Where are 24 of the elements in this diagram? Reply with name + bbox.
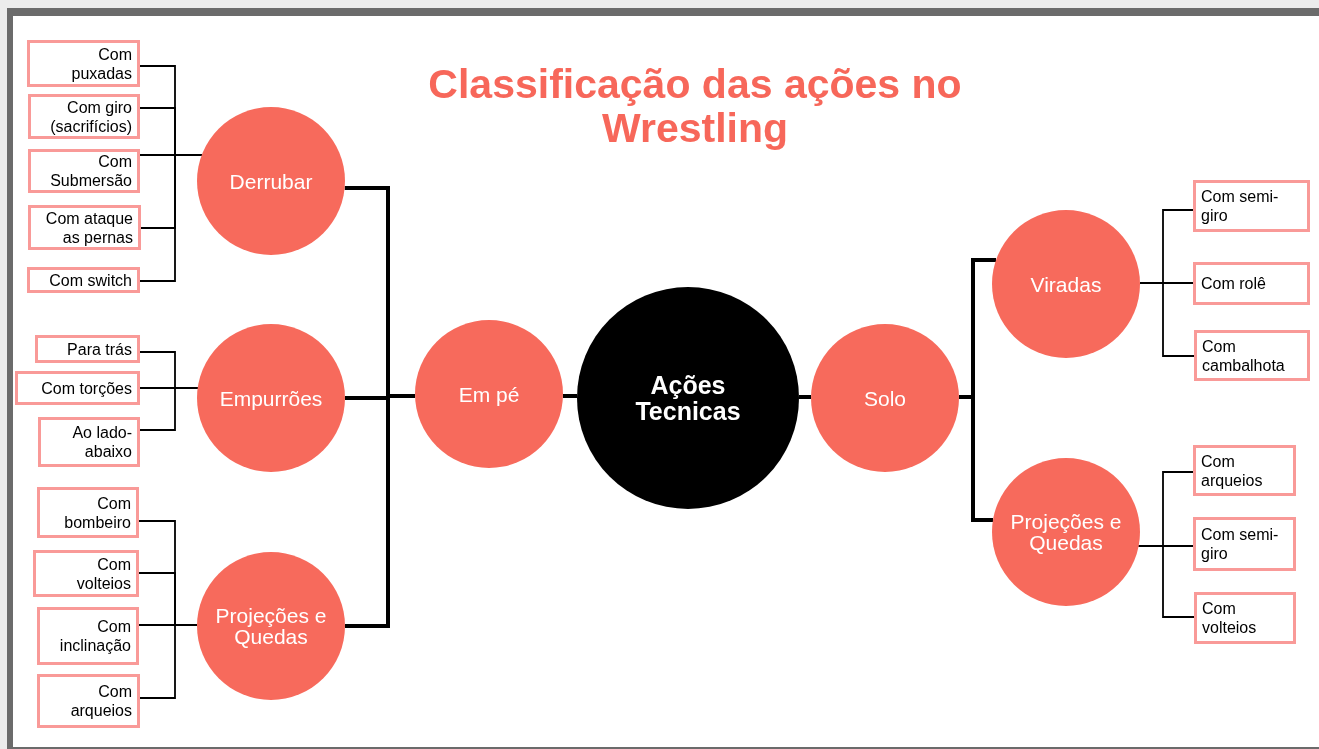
connector-line [799,395,811,399]
item-box: Com switch [27,267,140,293]
connector-line [1139,282,1195,357]
item-box: Com rolê [1193,262,1310,305]
item-box: Com giro (sacrifícios) [28,94,140,139]
connector-line [139,624,198,699]
item-box: Com volteios [1194,592,1296,644]
connector-line [562,394,577,398]
item-box: Com semi-giro [1193,517,1296,571]
item-box: Com puxadas [27,40,140,87]
connector-line [1137,545,1195,618]
item-box: Ao lado-abaixo [38,417,140,467]
item-box: Com semi-giro [1193,180,1310,232]
item-box: Com bombeiro [37,487,139,538]
item-box: Com torções [15,371,140,405]
item-box: Para trás [35,335,140,363]
item-box: Com inclinação [37,607,139,665]
item-box: Com volteios [33,550,139,597]
item-box: Com arqueios [1193,445,1296,496]
item-box: Com Submersão [28,149,140,193]
title: Classificação das ações no Wrestling [427,62,963,150]
item-box: Com ataque as pernas [28,205,141,250]
item-box: Com arqueios [37,674,140,728]
item-box: Com cambalhota [1194,330,1310,381]
